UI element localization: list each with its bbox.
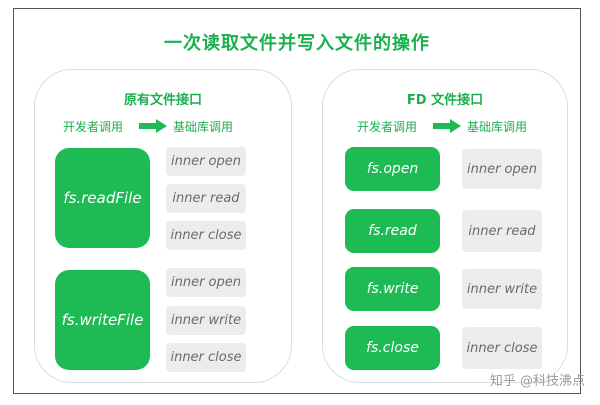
inner-box: inner open bbox=[462, 149, 542, 189]
right-arrow-icon bbox=[433, 119, 461, 133]
inner-box: inner open bbox=[166, 268, 246, 297]
inner-box: inner write bbox=[462, 269, 542, 309]
flow-from-label: 开发者调用 bbox=[63, 120, 124, 134]
flow-to-label: 基础库调用 bbox=[173, 120, 234, 134]
flow-to-label: 基础库调用 bbox=[467, 120, 528, 134]
api-box-readfile: fs.readFile bbox=[55, 148, 150, 248]
diagram-title: 一次读取文件并写入文件的操作 bbox=[164, 33, 430, 54]
watermark: 知乎 @科技沸点 bbox=[489, 374, 585, 389]
inner-box: inner open bbox=[166, 147, 246, 176]
api-box-open: fs.open bbox=[345, 147, 440, 191]
inner-box: inner read bbox=[166, 184, 246, 213]
panel-title: 原有文件接口 bbox=[123, 93, 202, 108]
flow-from-label: 开发者调用 bbox=[357, 120, 418, 134]
api-box-writefile: fs.writeFile bbox=[55, 270, 150, 370]
inner-box: inner close bbox=[166, 221, 246, 250]
right-arrow-icon bbox=[139, 119, 167, 133]
legacy-file-api-panel: 原有文件接口 开发者调用 基础库调用 fs.readFile inner ope… bbox=[34, 69, 292, 383]
inner-box: inner write bbox=[166, 306, 246, 335]
inner-box: inner close bbox=[462, 327, 542, 369]
diagram-frame: 一次读取文件并写入文件的操作 原有文件接口 开发者调用 基础库调用 fs.rea… bbox=[13, 8, 581, 394]
api-box-read: fs.read bbox=[345, 209, 440, 253]
api-box-write: fs.write bbox=[345, 267, 440, 311]
inner-box: inner close bbox=[166, 343, 246, 372]
panel-title: FD 文件接口 bbox=[406, 93, 484, 108]
fd-file-api-panel: FD 文件接口 开发者调用 基础库调用 fs.open inner open f… bbox=[322, 69, 568, 383]
inner-box: inner read bbox=[462, 210, 542, 252]
api-box-close: fs.close bbox=[345, 326, 440, 370]
